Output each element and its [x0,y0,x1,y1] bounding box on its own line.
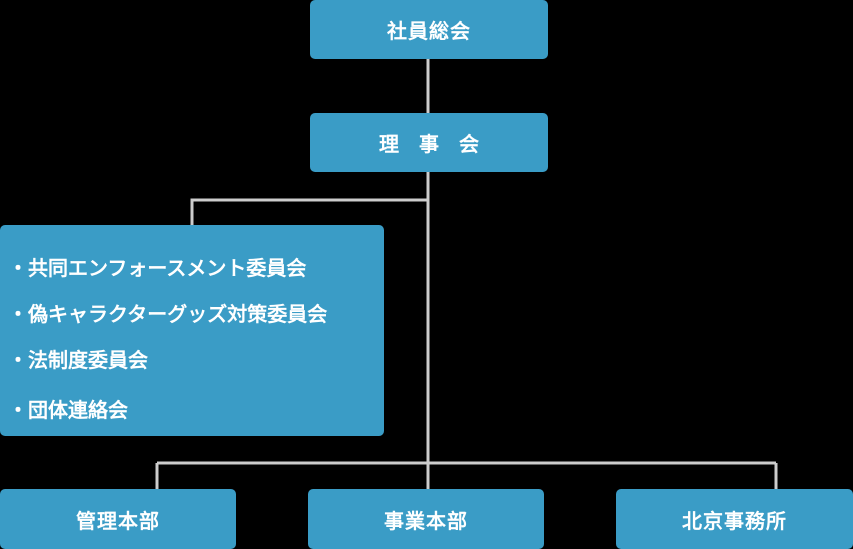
board-box: 理事会 [310,113,548,172]
connector-trunk-committees [190,198,428,225]
bullet: ・ [8,255,28,280]
committee-label: 法制度委員会 [28,347,148,372]
committee-item: ・ 団体連絡会 [8,385,384,431]
admin-hq-label: 管理本部 [76,508,160,533]
general-assembly-box: 社員総会 [310,0,548,59]
beijing-office-label: 北京事務所 [682,508,787,533]
committee-item: ・ 法制度委員会 [8,335,384,381]
committee-label: 団体連絡会 [28,397,128,422]
general-assembly-label: 社員総会 [387,19,471,43]
bullet: ・ [8,347,28,372]
committee-label: 共同エンフォースメント委員会 [28,255,307,280]
committee-item: ・ 共同エンフォースメント委員会 [8,243,384,289]
committee-label: 偽キャラクターグッズ対策委員会 [28,301,328,326]
bullet: ・ [8,301,28,326]
business-hq-box: 事業本部 [308,489,544,549]
bullet: ・ [8,397,28,422]
admin-hq-box: 管理本部 [0,489,236,549]
beijing-office-box: 北京事務所 [616,489,853,549]
board-label: 理事会 [379,132,499,156]
committees-box: ・ 共同エンフォースメント委員会 ・ 偽キャラクターグッズ対策委員会 ・ 法制度… [0,225,384,436]
committee-item: ・ 偽キャラクターグッズ対策委員会 [8,289,384,335]
business-hq-label: 事業本部 [384,508,468,533]
